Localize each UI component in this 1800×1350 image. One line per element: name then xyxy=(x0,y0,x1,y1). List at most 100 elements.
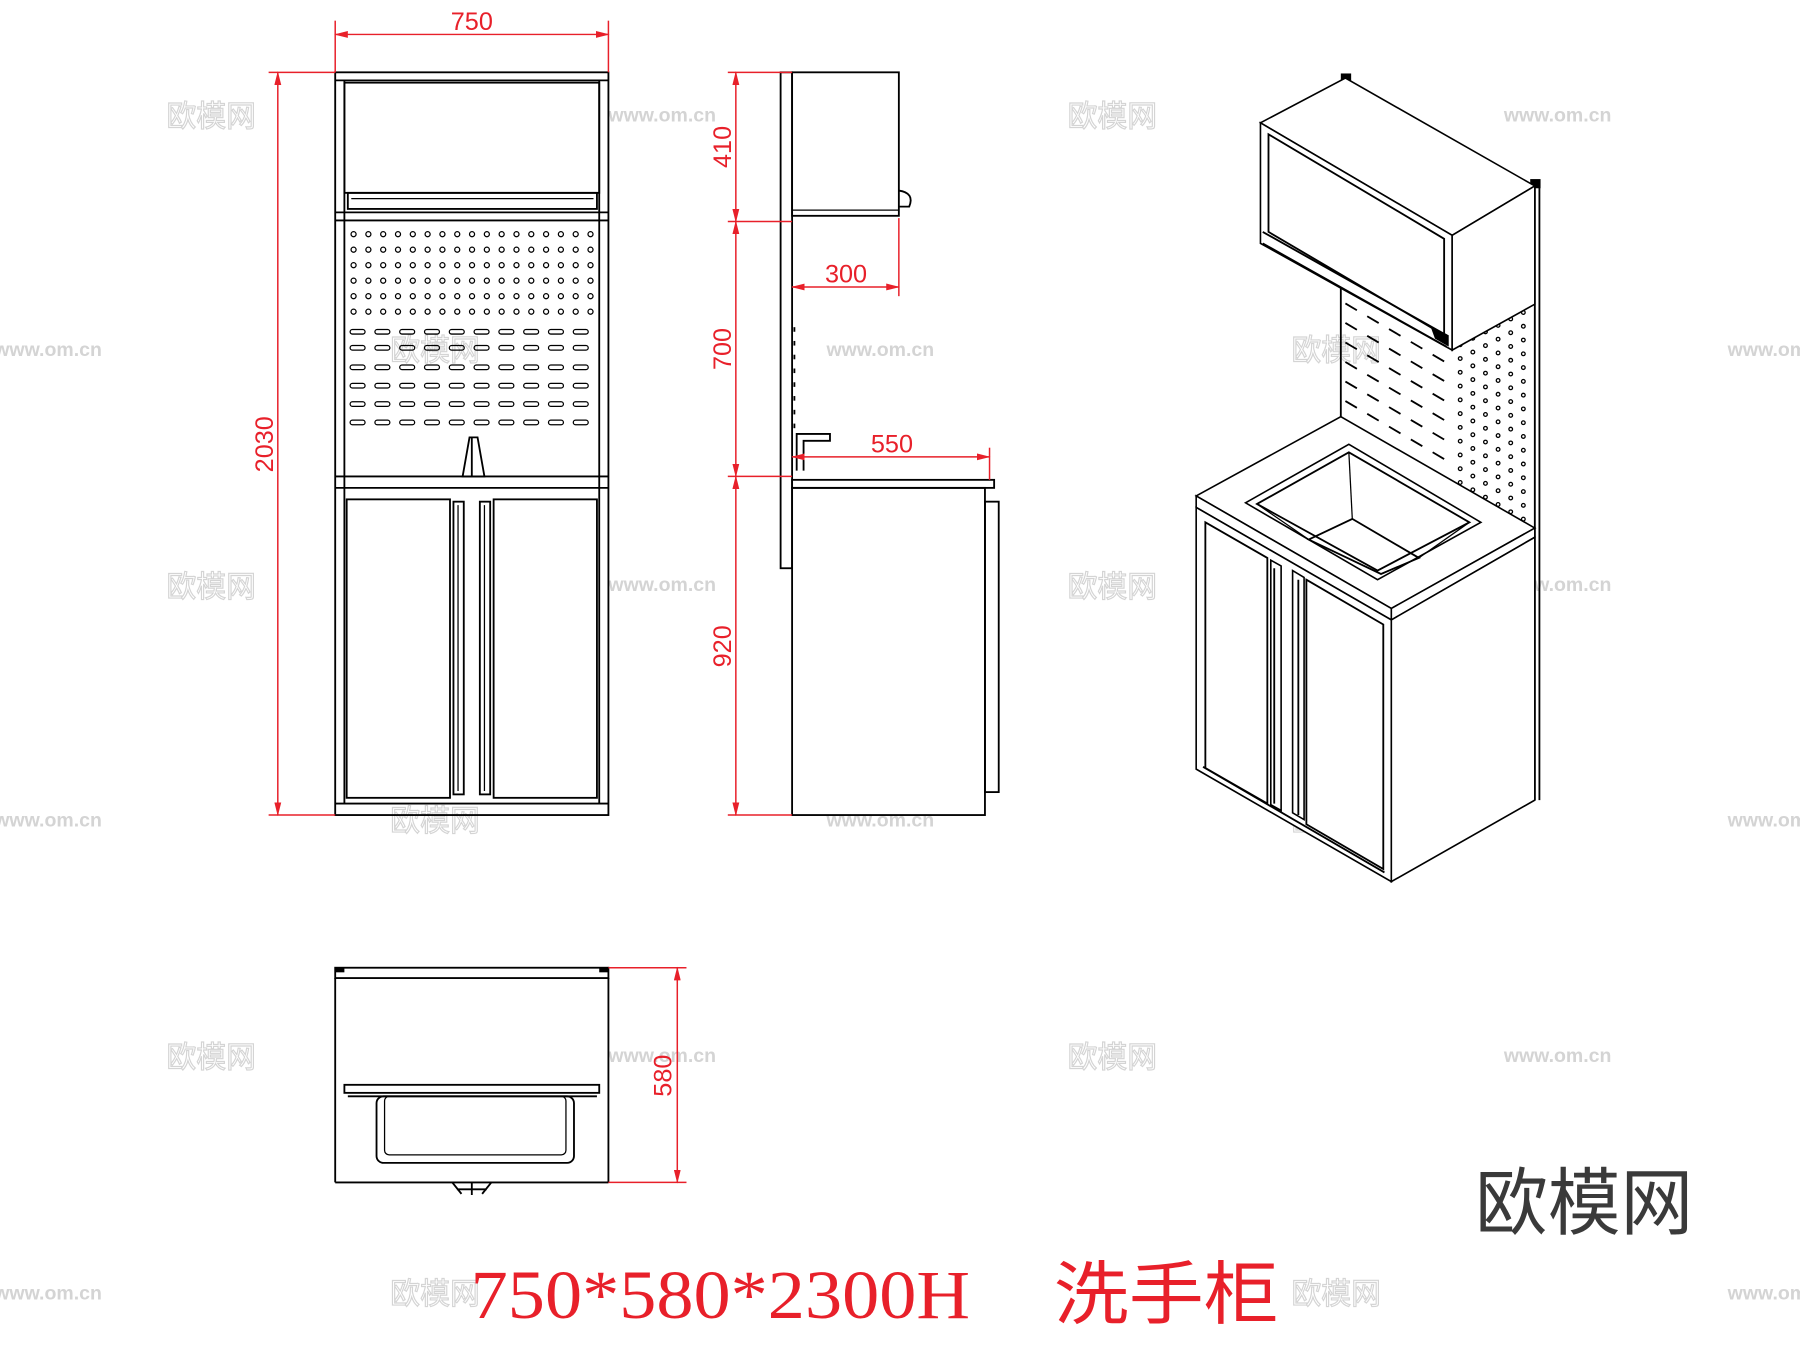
iso-peg-slot xyxy=(1432,451,1445,460)
dim-side-middle-height: 700 xyxy=(709,328,737,370)
iso-peg-hole xyxy=(1520,406,1526,412)
side-counter xyxy=(791,478,996,489)
side-view xyxy=(779,71,1000,816)
iso-peg-hole xyxy=(1508,385,1514,391)
peg-hole xyxy=(468,277,476,284)
peg-hole xyxy=(498,293,505,300)
peg-hole xyxy=(528,246,535,253)
iso-peg-hole xyxy=(1508,454,1514,460)
iso-peg-slot xyxy=(1388,347,1401,357)
peg-hole xyxy=(483,277,491,284)
iso-peg-hole xyxy=(1520,337,1526,343)
iso-peg-hole xyxy=(1482,384,1488,390)
peg-slot xyxy=(547,364,565,371)
peg-hole xyxy=(365,293,372,300)
peg-hole xyxy=(394,262,402,269)
peg-hole xyxy=(483,308,491,315)
iso-peg-hole xyxy=(1520,434,1526,439)
iso-peg-hole xyxy=(1482,439,1488,445)
peg-hole xyxy=(365,246,372,253)
iso-peg-hole xyxy=(1520,502,1526,508)
iso-back-cap-right xyxy=(1530,179,1541,189)
front-left-door xyxy=(345,498,451,799)
peg-slot xyxy=(374,328,391,335)
peg-hole xyxy=(557,262,565,269)
watermark-logo: 欧模网 xyxy=(390,333,479,368)
peg-hole xyxy=(365,277,372,284)
iso-peg-hole xyxy=(1495,433,1501,439)
peg-hole xyxy=(587,262,594,269)
peg-slot xyxy=(498,419,515,426)
iso-peg-slot xyxy=(1388,406,1401,415)
iso-peg-hole xyxy=(1470,418,1476,424)
peg-hole xyxy=(454,231,461,238)
peg-slot xyxy=(399,344,416,351)
watermark-logo: 欧模网 xyxy=(1068,1041,1157,1076)
iso-peg-hole xyxy=(1495,405,1501,411)
front-outer-frame xyxy=(334,71,610,816)
peg-hole xyxy=(394,246,402,253)
peg-hole xyxy=(498,262,505,269)
peg-hole xyxy=(557,231,565,238)
watermark-url: www.om.cn xyxy=(0,810,102,832)
peg-slot xyxy=(572,364,589,371)
peg-hole xyxy=(454,277,461,284)
peg-slot xyxy=(399,364,416,371)
iso-peg-hole xyxy=(1508,426,1514,432)
peg-hole xyxy=(394,277,402,284)
peg-hole xyxy=(350,231,357,238)
peg-hole xyxy=(454,293,461,300)
peg-hole xyxy=(380,246,387,253)
peg-slot xyxy=(448,344,465,351)
iso-peg-slot xyxy=(1432,431,1445,441)
iso-peg-hole xyxy=(1470,446,1476,451)
peg-hole xyxy=(483,246,491,253)
plan-faucet xyxy=(451,1181,493,1196)
peg-slot xyxy=(374,401,391,408)
iso-peg-hole xyxy=(1495,364,1501,370)
iso-peg-slot xyxy=(1388,386,1401,396)
iso-peg-hole xyxy=(1457,356,1463,361)
watermark-url: www.om.cn xyxy=(826,339,935,361)
iso-peg-hole xyxy=(1457,452,1463,458)
watermark-logo: 欧模网 xyxy=(1068,99,1157,134)
peg-hole xyxy=(394,308,402,315)
iso-peg-slot xyxy=(1344,322,1358,331)
iso-peg-hole xyxy=(1495,391,1501,397)
iso-peg-hole xyxy=(1457,438,1463,444)
peg-hole xyxy=(587,231,594,238)
iso-peg-hole xyxy=(1470,459,1476,465)
peg-slot xyxy=(448,419,465,426)
peg-hole xyxy=(350,293,357,300)
iso-peg-hole xyxy=(1520,447,1526,453)
peg-hole xyxy=(350,308,357,315)
iso-peg-slot xyxy=(1366,393,1380,402)
iso-upper-lip-end xyxy=(1430,326,1449,347)
peg-hole xyxy=(557,277,565,284)
peg-hole xyxy=(380,231,387,238)
plan-band-notch-left xyxy=(335,967,345,973)
side-faucet xyxy=(795,433,831,471)
iso-right-door xyxy=(1305,578,1385,871)
watermark-url: www.om.cn xyxy=(607,105,716,127)
peg-hole xyxy=(483,231,491,238)
watermark-logo: 欧模网 xyxy=(1068,570,1157,605)
peg-hole xyxy=(365,308,372,315)
peg-hole xyxy=(424,277,431,284)
peg-slot xyxy=(423,419,441,426)
peg-slot xyxy=(572,328,589,335)
iso-peg-slot xyxy=(1388,367,1401,376)
iso-left-handle xyxy=(1269,558,1282,812)
peg-hole xyxy=(513,246,520,253)
iso-peg-hole xyxy=(1495,460,1501,466)
iso-peg-hole xyxy=(1508,399,1514,405)
peg-hole xyxy=(528,231,535,238)
side-lower-cabinet xyxy=(791,486,986,816)
peg-slot xyxy=(473,401,490,408)
peg-hole xyxy=(528,262,535,269)
front-view xyxy=(334,71,610,816)
peg-slot xyxy=(572,419,589,426)
plan-dimensions: 580 xyxy=(608,966,687,1184)
iso-peg-hole xyxy=(1520,365,1526,371)
peg-slot xyxy=(399,401,416,408)
